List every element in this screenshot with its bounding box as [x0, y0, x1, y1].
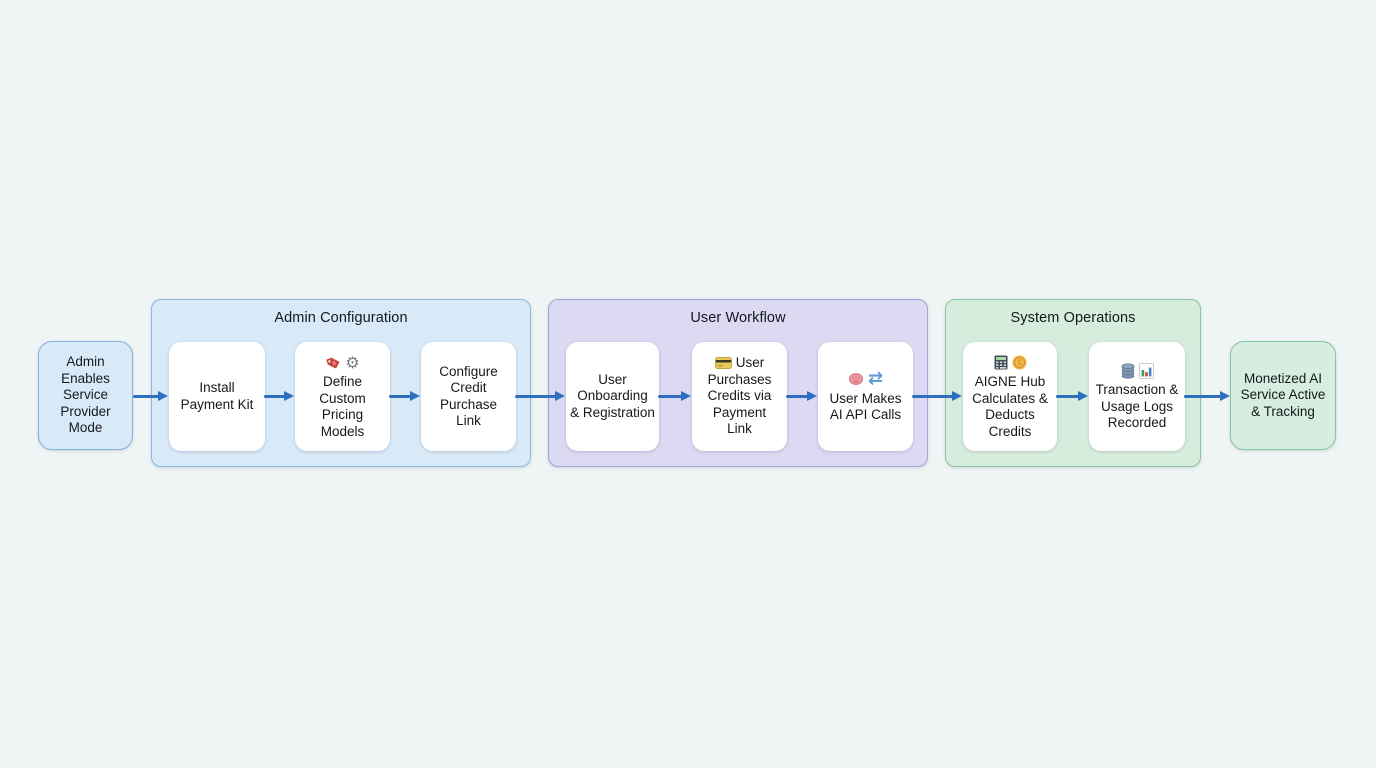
node-icons: ⇄: [848, 370, 883, 389]
flow-arrow-install-to-define: [264, 389, 294, 403]
node-label: Transaction & Usage Logs Recorded: [1095, 382, 1179, 431]
bar-chart-icon: [1138, 362, 1154, 379]
node-label: Define Custom Pricing Models: [319, 374, 366, 439]
flow-arrow-logs-to-end: [1184, 389, 1230, 403]
node-define-custom-pricing-models: ⚙ Define Custom Pricing Models: [295, 342, 390, 451]
credit-card-icon: [714, 357, 732, 370]
flow-arrow-apicalls-to-aigne: [912, 389, 962, 403]
node-label: Admin Enables Service Provider Mode: [60, 354, 111, 436]
flow-arrow-configure-to-onboarding: [515, 389, 565, 403]
node-aigne-hub-calculates-deducts-credits: AIGNE Hub Calculates & Deducts Credits: [963, 342, 1057, 451]
node-transaction-usage-logs-recorded: Transaction & Usage Logs Recorded: [1089, 342, 1185, 451]
group-user-workflow: User Workflow User Onboarding & Registra…: [548, 299, 928, 467]
group-title: System Operations: [1010, 310, 1136, 326]
node-icons: [994, 353, 1027, 372]
flow-arrow-define-to-configure: [389, 389, 420, 403]
node-user-makes-ai-api-calls: ⇄ User Makes AI API Calls: [818, 342, 913, 451]
group-title: Admin Configuration: [274, 310, 408, 326]
brain-icon: [848, 372, 864, 386]
node-admin-enables-service-provider: Admin Enables Service Provider Mode: [38, 341, 133, 450]
database-icon: [1121, 363, 1135, 379]
tag-icon: [325, 355, 341, 371]
node-label: User Makes AI API Calls: [829, 390, 902, 423]
node-icons: ⚙: [325, 352, 360, 372]
node-label: AIGNE Hub Calculates & Deducts Credits: [972, 374, 1048, 439]
node-user-onboarding-registration: User Onboarding & Registration: [566, 342, 659, 451]
node-monetized-ai-service-active: Monetized AI Service Active & Tracking: [1230, 341, 1336, 450]
group-admin-configuration: Admin Configuration Install Payment Kit …: [151, 299, 531, 467]
node-label-text: User Purchases Credits via Payment Link: [707, 355, 772, 437]
coin-icon: [1012, 355, 1027, 370]
flow-arrow-aigne-to-logs: [1056, 389, 1088, 403]
calculator-icon: [994, 355, 1008, 370]
node-configure-credit-purchase-link: Configure Credit Purchase Link: [421, 342, 516, 451]
flow-arrow-purchase-to-apicalls: [786, 389, 817, 403]
node-icons: [1121, 361, 1154, 380]
node-label: Configure Credit Purchase Link: [439, 363, 498, 429]
gear-icon: ⚙: [345, 352, 360, 372]
node-user-purchases-credits: User Purchases Credits via Payment Link: [692, 342, 787, 451]
node-label: User Purchases Credits via Payment Link: [708, 355, 772, 438]
flow-arrow-onboarding-to-purchase: [658, 389, 691, 403]
node-install-payment-kit: Install Payment Kit: [169, 342, 265, 451]
node-label: Install Payment Kit: [180, 380, 254, 412]
flow-arrow-start-to-install: [133, 389, 168, 403]
swap-arrows-icon: ⇄: [867, 368, 884, 389]
group-title: User Workflow: [690, 310, 786, 326]
group-system-operations: System Operations AIGNE Hub Calculates &…: [945, 299, 1201, 467]
node-label: Monetized AI Service Active & Tracking: [1240, 370, 1326, 419]
node-label: User Onboarding & Registration: [570, 371, 655, 420]
